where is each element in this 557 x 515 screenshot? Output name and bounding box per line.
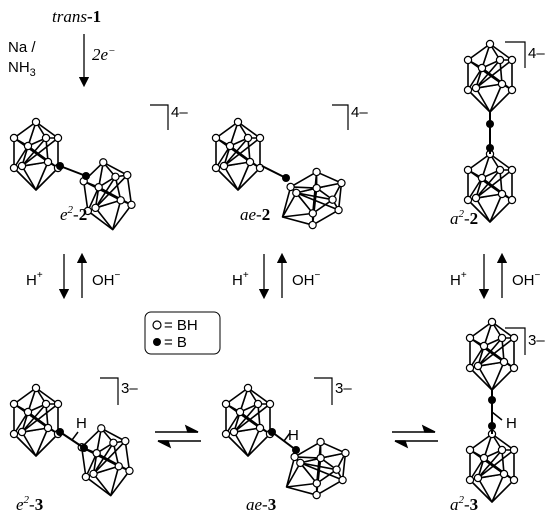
molecule-e2-3: [9, 377, 137, 501]
charge-ae-2: 4–: [351, 104, 368, 121]
reagent-line2: NH3: [8, 59, 36, 79]
legend-box: [144, 311, 221, 355]
electrons-label: 2e−: [92, 45, 115, 64]
label-ae-3: ae-3: [246, 495, 276, 514]
label-e2-3: e2-3: [16, 494, 43, 514]
start-label: trans-1: [52, 7, 101, 26]
charge-e2-3: 3–: [121, 380, 138, 397]
molecule-ae-3: [221, 377, 363, 510]
charge-ae-3: 3–: [335, 380, 352, 397]
legend-open-label: = BH: [164, 317, 198, 334]
legend-filled-label: = B: [164, 334, 187, 351]
label-e2-2: e2-2: [60, 204, 87, 224]
acid-label-2: H+: [232, 270, 249, 289]
label-ae-2: ae-2: [240, 205, 270, 224]
molecule-e2-2: [9, 104, 169, 235]
h-label-e2-3: H: [76, 415, 87, 432]
base-label-1: OH−: [92, 270, 121, 289]
equilibrium-arrows: [155, 424, 438, 449]
charge-e2-2: 4–: [171, 104, 188, 121]
base-label-3: OH−: [512, 270, 541, 289]
label-a2-2: a2-2: [450, 208, 478, 228]
acid-label-1: H+: [26, 270, 43, 289]
label-a2-3: a2-3: [450, 494, 478, 514]
filled-circle-icon: [153, 338, 161, 346]
charge-a2-2: 4–: [528, 45, 545, 62]
base-label-2: OH−: [292, 270, 321, 289]
charge-a2-3: 3–: [528, 332, 545, 349]
open-circle-icon: [152, 320, 162, 330]
molecule-ae-2: [211, 104, 359, 240]
h-label-ae-3: H: [288, 427, 299, 444]
molecule-a2-3: [465, 317, 526, 503]
reagent-line1: Na /: [8, 39, 36, 56]
molecule-a2-2: [463, 39, 526, 223]
h-label-a2-3: H: [506, 415, 517, 432]
protonation-arrows: [58, 252, 508, 300]
acid-label-3: H+: [450, 270, 467, 289]
